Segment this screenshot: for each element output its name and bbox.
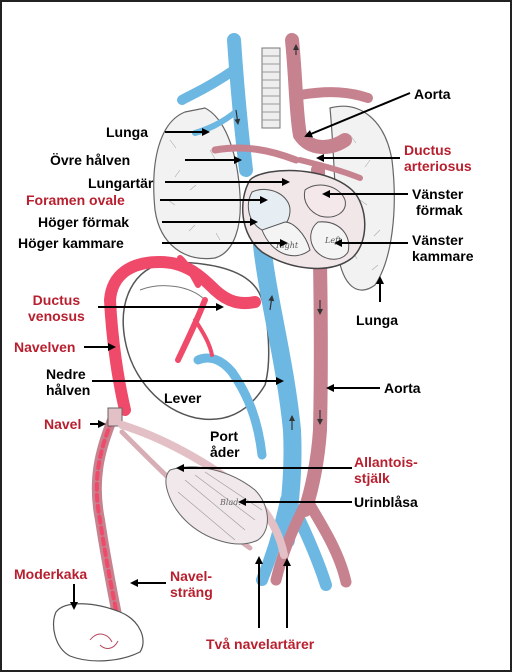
svg-text:Blad.: Blad. — [219, 498, 241, 507]
label-aorta-lower: Aorta — [384, 380, 421, 396]
label-hoger-formak: Höger förmak — [38, 214, 129, 230]
label-nedre-halven: Nedre hålven — [46, 366, 90, 398]
label-portader: Port åder — [210, 428, 240, 460]
label-lunga-right: Lunga — [356, 312, 398, 328]
label-foramen-ovale: Foramen ovale — [26, 192, 125, 208]
label-moderkaka: Moderkaka — [14, 566, 87, 582]
label-vanster-formak: Vänster förmak — [412, 186, 463, 218]
label-ovre-halven: Övre hålven — [50, 152, 130, 168]
placenta — [54, 604, 144, 661]
label-hoger-kammare: Höger kammare — [18, 235, 124, 251]
label-navelven: Navelven — [14, 339, 75, 355]
umbilical-cord — [97, 408, 122, 620]
label-navelstrang: Navel- sträng — [170, 568, 213, 600]
label-lunga-left: Lunga — [106, 124, 148, 140]
label-lungartar: Lungartär — [88, 175, 153, 191]
label-urinblasa: Urinblåsa — [354, 494, 418, 510]
label-ductus-arteriosus: Ductus arteriosus — [404, 142, 472, 174]
label-aorta-top: Aorta — [414, 86, 451, 102]
label-navel: Navel — [44, 416, 81, 432]
trachea — [262, 48, 280, 128]
label-ductus-venosus: Ductus venosus — [28, 292, 85, 324]
label-vanster-kammare: Vänster kammare — [412, 232, 474, 264]
label-allantoisstjalk: Allantois- stjälk — [354, 454, 418, 486]
label-tva-navelartarer: Två navelartärer — [206, 636, 314, 652]
bladder — [166, 467, 267, 544]
label-lever: Lever — [164, 390, 201, 406]
